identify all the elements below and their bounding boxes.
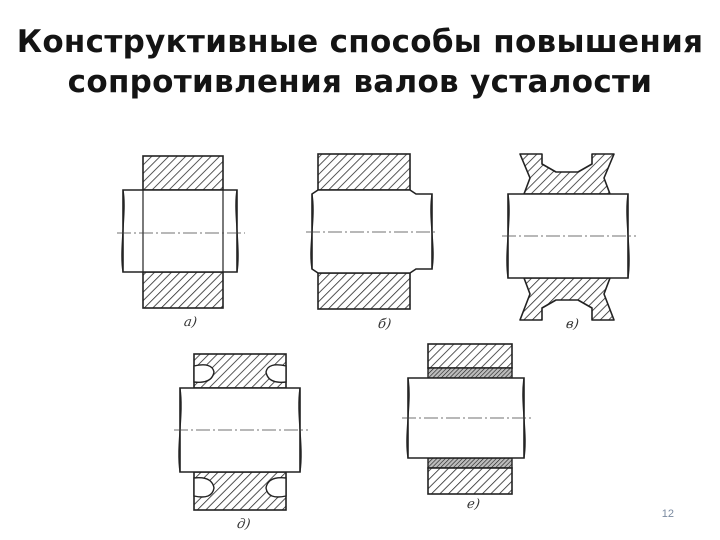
shaft-end-right <box>430 193 434 270</box>
figure-d-relief-grooves <box>174 353 308 511</box>
shaft-body <box>311 189 433 274</box>
hub-upper-section <box>317 153 411 191</box>
figure-label-b: б) <box>376 317 393 332</box>
slide-title: Конструктивные способы повышения сопроти… <box>0 22 720 102</box>
relief-groove-lower-left <box>193 477 215 498</box>
hub-lower-section <box>142 271 224 309</box>
shaft-end-right <box>298 387 302 473</box>
figure-a-plain-hub <box>117 155 245 309</box>
relief-groove-lower-right <box>265 477 287 498</box>
figure-label-v: в) <box>564 317 580 332</box>
shaft-body <box>122 189 238 273</box>
figure-b-thickened-seat <box>306 153 438 310</box>
hub-upper-section <box>519 153 615 195</box>
figure-label-d: д) <box>235 517 252 532</box>
bushing-lower <box>427 457 513 469</box>
figure-e-bushing-insert <box>402 343 532 495</box>
figure-label-e: е) <box>465 497 481 512</box>
slide-title-line-1: Конструктивные способы повышения <box>16 24 704 60</box>
shaft-end-left <box>121 189 125 273</box>
slide-title-line-2: сопротивления валов усталости <box>67 64 653 100</box>
shaft-end-right <box>235 189 239 273</box>
relief-groove-upper-right <box>265 364 287 383</box>
relief-groove-upper-left <box>193 364 215 383</box>
bushing-upper <box>427 367 513 379</box>
page-number: 12 <box>661 508 674 520</box>
hub-upper-section <box>427 343 513 369</box>
hub-lower-section <box>317 272 411 310</box>
shaft-end-left <box>506 193 510 279</box>
shaft-end-right <box>626 193 630 279</box>
figure-v-thinned-hub-edges <box>502 153 636 321</box>
figure-label-a: а) <box>182 315 198 330</box>
hub-upper-section <box>142 155 224 191</box>
hub-lower-section <box>519 277 615 321</box>
hub-lower-section <box>427 467 513 495</box>
shaft-end-left <box>310 193 314 270</box>
